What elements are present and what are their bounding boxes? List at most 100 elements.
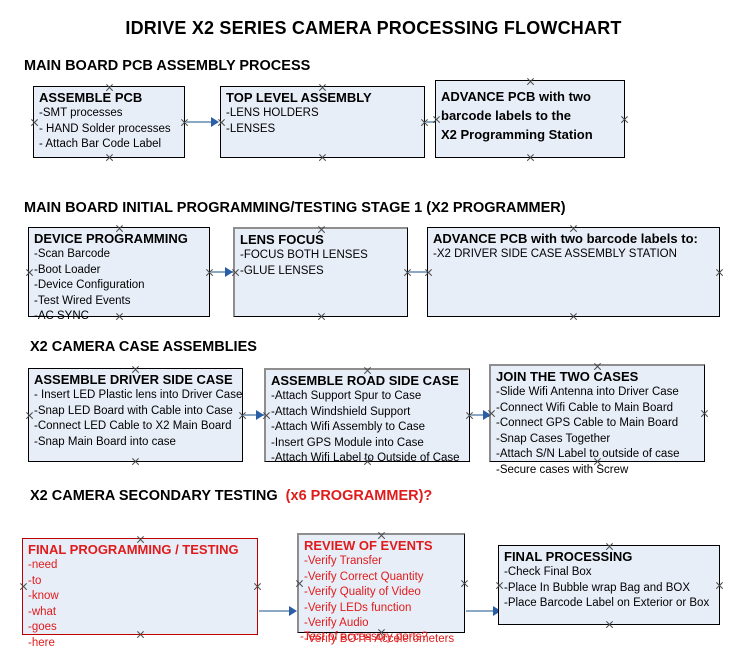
box-heading: LENS FOCUS (240, 232, 324, 247)
box-heading: ASSEMBLE ROAD SIDE CASE (271, 373, 459, 388)
box-heading: FINAL PROCESSING (504, 549, 633, 564)
box-line: -Verify BOTH Accelerometers (304, 632, 455, 645)
box-final-processing[interactable]: FINAL PROCESSING -Check Final Box -Place… (498, 545, 720, 625)
box-line: -Connect GPS Cable to Main Board (496, 417, 679, 429)
connection-handle-left[interactable] (25, 268, 34, 277)
connection-handle-left[interactable] (25, 411, 34, 420)
box-line: -Test Wired Events (34, 294, 131, 307)
arrowhead-icon (493, 606, 501, 616)
box-advance-pcb-programming-station[interactable]: ADVANCE PCB with two barcode labels to t… (435, 80, 625, 158)
box-line: -know (28, 590, 59, 602)
box-heading: REVIEW OF EVENTS (304, 538, 433, 553)
box-assemble-road-side-case[interactable]: ASSEMBLE ROAD SIDE CASE -Attach Support … (264, 368, 470, 464)
connection-handle-bottom[interactable] (317, 312, 326, 321)
box-line: -Snap Cases Together (496, 432, 611, 445)
box-line: -Verify LEDs function (304, 601, 412, 614)
connection-handle-bottom[interactable] (105, 153, 114, 162)
box-review-of-events[interactable]: REVIEW OF EVENTS -Verify Transfer -Verif… (295, 533, 465, 645)
box-line: -need (28, 559, 58, 571)
box-line: -LENS HOLDERS (226, 107, 319, 119)
box-line: -X2 DRIVER SIDE CASE ASSEMBLY STATION (433, 248, 677, 260)
section-title-initial-programming: MAIN BOARD INITIAL PROGRAMMING/TESTING S… (24, 200, 566, 216)
box-line: -AC SYNC (34, 310, 89, 322)
box-line: -Check Final Box (504, 566, 592, 578)
box-heading: ASSEMBLE PCB (39, 90, 143, 105)
section-title-text: X2 CAMERA SECONDARY TESTING (30, 488, 278, 504)
box-line: -Secure cases with Screw (496, 463, 629, 476)
connector-lens-focus-to-advance (409, 271, 437, 273)
connection-handle-top[interactable] (526, 77, 535, 86)
box-top-level-assembly[interactable]: TOP LEVEL ASSEMBLY -LENS HOLDERS -LENSES (220, 86, 425, 158)
arrowhead-icon (483, 410, 491, 420)
box-line: -Attach Windshield Support (271, 405, 411, 418)
box-heading: ASSEMBLE DRIVER SIDE CASE (34, 372, 233, 387)
box-line: -Attach Support Spur to Case (271, 390, 422, 402)
connection-handle-bottom[interactable] (526, 153, 535, 162)
box-line: -Place In Bubble wrap Bag and BOX (504, 581, 691, 594)
box-line: X2 Programming Station (441, 127, 593, 142)
box-assemble-pcb[interactable]: ASSEMBLE PCB -SMT processes - HAND Solde… (33, 86, 185, 158)
arrowhead-icon (256, 410, 264, 420)
connection-handle-bottom[interactable] (605, 620, 614, 629)
connector-review-to-final-processing (466, 610, 499, 612)
arrowhead-icon (211, 117, 219, 127)
box-line: -Scan Barcode (34, 248, 111, 260)
connection-handle-right[interactable] (715, 268, 724, 277)
box-line: -Verify Audio (304, 617, 369, 629)
box-line: -here (28, 636, 55, 649)
connection-handle-left[interactable] (295, 579, 304, 588)
arrowhead-icon (225, 267, 233, 277)
box-line: barcode labels to the (441, 108, 572, 123)
box-heading: ADVANCE PCB with two barcode labels to: (433, 231, 698, 246)
box-line: - Attach Bar Code Label (39, 138, 162, 150)
box-heading: FINAL PROGRAMMING / TESTING (28, 542, 239, 557)
box-line: ADVANCE PCB with two (441, 89, 591, 104)
box-line: -what (28, 605, 57, 618)
box-final-programming-testing[interactable]: FINAL PROGRAMMING / TESTING -need -to -k… (19, 538, 258, 649)
box-line: -Device Configuration (34, 279, 145, 291)
box-line: -Verify Transfer (304, 555, 382, 567)
box-heading: TOP LEVEL ASSEMBLY (226, 90, 372, 105)
box-line: -SMT processes (39, 107, 123, 119)
arrowhead-icon (289, 606, 297, 616)
page-title: IDRIVE X2 SERIES CAMERA PROCESSING FLOWC… (125, 18, 622, 38)
box-line: -goes (28, 621, 57, 633)
connection-handle-left[interactable] (19, 582, 28, 591)
box-line: -to (28, 574, 42, 587)
box-assemble-driver-side-case[interactable]: ASSEMBLE DRIVER SIDE CASE - Insert LED P… (28, 368, 243, 462)
box-device-programming[interactable]: DEVICE PROGRAMMING -Scan Barcode -Boot L… (25, 227, 210, 322)
box-line: -Verify Quality of Video (304, 586, 421, 598)
box-line: -Attach Wifi Label to Outside of Case (271, 452, 460, 464)
connector-road-case-to-join (471, 414, 491, 416)
connector-final-prog-to-review (259, 610, 295, 612)
connector-driver-to-road-case (244, 414, 264, 416)
box-advance-pcb-driver-side[interactable]: ADVANCE PCB with two barcode labels to: … (427, 227, 720, 317)
box-line: -Slide Wifi Antenna into Driver Case (496, 386, 679, 398)
box-overflow-line: -Test of accessory ports? (300, 631, 428, 643)
box-line: -Attach S/N Label to outside of case (496, 448, 680, 460)
box-line: -Place Barcode Label on Exterior or Box (504, 597, 710, 609)
connector-pcb-to-top-level (186, 121, 214, 123)
box-line: -Verify Correct Quantity (304, 570, 424, 583)
box-line: -Boot Loader (34, 263, 101, 276)
box-line: - HAND Solder processes (39, 122, 171, 135)
box-line: -GLUE LENSES (240, 264, 324, 277)
section-title-case-assemblies: X2 CAMERA CASE ASSEMBLIES (30, 339, 257, 355)
connection-handle-bottom[interactable] (318, 153, 327, 162)
box-heading: JOIN THE TWO CASES (496, 369, 639, 384)
section-title-accent: (x6 PROGRAMMER)? (285, 488, 433, 504)
box-line: -Connect LED Cable to X2 Main Board (34, 420, 232, 432)
section-title-secondary-testing: X2 CAMERA SECONDARY TESTING (x6 PROGRAMM… (30, 488, 432, 504)
connection-handle-bottom[interactable] (569, 312, 578, 321)
box-line: -Connect Wifi Cable to Main Board (496, 401, 674, 414)
connection-handle-left[interactable] (30, 118, 39, 127)
box-line: -Insert GPS Module into Case (271, 436, 424, 449)
box-lens-focus[interactable]: LENS FOCUS -FOCUS BOTH LENSES -GLUE LENS… (233, 227, 408, 317)
box-line: - Insert LED Plastic lens into Driver Ca… (34, 389, 243, 401)
box-join-the-two-cases[interactable]: JOIN THE TWO CASES -Slide Wifi Antenna i… (489, 364, 705, 476)
connection-handle-left[interactable] (495, 581, 504, 590)
box-line: -Attach Wifi Assembly to Case (271, 421, 426, 433)
section-title-pcb-assembly: MAIN BOARD PCB ASSEMBLY PROCESS (24, 58, 311, 74)
connection-handle-bottom[interactable] (131, 457, 140, 466)
